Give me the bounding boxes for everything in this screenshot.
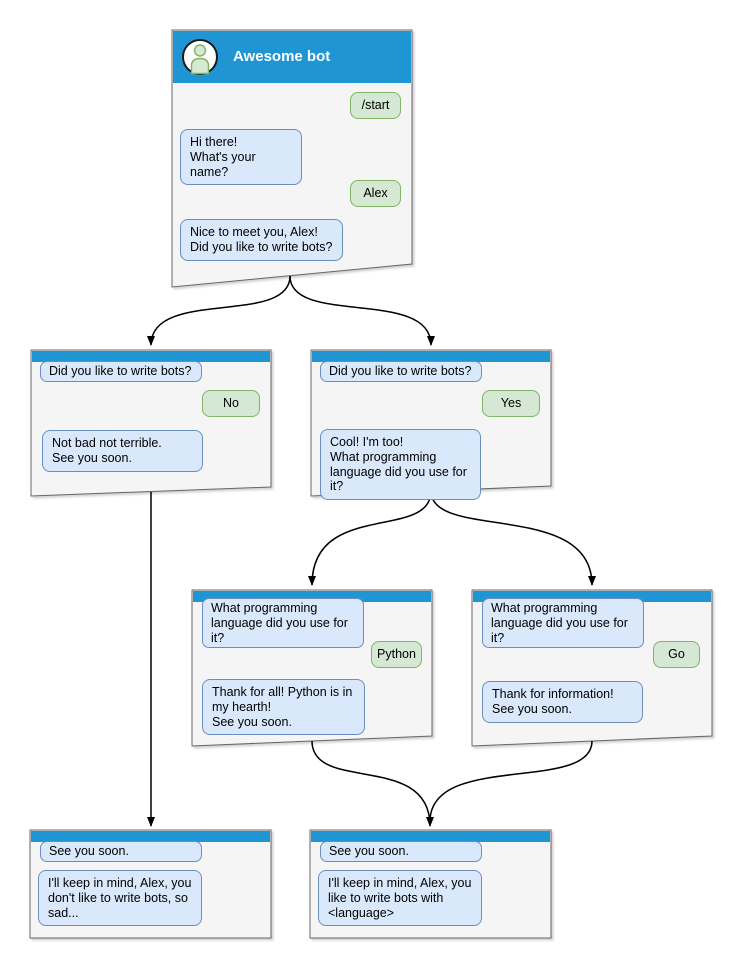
branch-no-titlebar xyxy=(32,351,270,362)
edge-yes-to-python xyxy=(308,490,432,586)
bot-message-bubble: Thank for information! See you soon. xyxy=(482,681,643,723)
bot-message-bubble: Nice to meet you, Alex! Did you like to … xyxy=(180,219,343,261)
bot-message-bubble: Cool! I'm too! What programming language… xyxy=(320,429,481,500)
user-message-bubble: Yes xyxy=(482,390,540,417)
edge-go-to-final xyxy=(429,740,593,822)
final-language-titlebar xyxy=(311,831,550,842)
bot-message-bubble: What programming language did you use fo… xyxy=(482,598,644,649)
user-message-bubble: /start xyxy=(350,92,401,119)
main-window-title: Awesome bot xyxy=(233,48,331,65)
branch-yes-titlebar xyxy=(312,351,550,362)
user-message-bubble: Go xyxy=(653,641,700,668)
user-message-bubble: Python xyxy=(371,641,422,668)
edge-main-to-no xyxy=(147,275,291,346)
bot-message-bubble: Did you like to write bots? xyxy=(320,361,482,382)
branch-go-titlebar xyxy=(473,591,711,602)
bot-message-bubble: Did you like to write bots? xyxy=(40,361,202,382)
edge-main-to-yes xyxy=(289,275,435,346)
bot-message-bubble: Not bad not terrible. See you soon. xyxy=(42,430,203,472)
bot-message-bubble: Thank for all! Python is in my hearth! S… xyxy=(202,679,365,736)
branch-python-titlebar xyxy=(193,591,431,602)
final-no-titlebar xyxy=(31,831,270,842)
edge-yes-to-go xyxy=(430,490,596,586)
user-message-bubble: Alex xyxy=(350,180,401,207)
edge-python-to-final xyxy=(311,740,434,827)
person-icon xyxy=(193,44,207,57)
bot-message-bubble: I'll keep in mind, Alex, you don't like … xyxy=(38,870,202,927)
bot-message-bubble: See you soon. xyxy=(40,841,202,862)
bot-message-bubble: I'll keep in mind, Alex, you like to wri… xyxy=(318,870,482,927)
bot-message-bubble: See you soon. xyxy=(320,841,482,862)
edges xyxy=(147,275,596,827)
user-message-bubble: No xyxy=(202,390,260,417)
person-icon-body xyxy=(190,57,210,75)
bot-message-bubble: What programming language did you use fo… xyxy=(202,598,364,649)
bot-message-bubble: Hi there! What's your name? xyxy=(180,129,302,186)
